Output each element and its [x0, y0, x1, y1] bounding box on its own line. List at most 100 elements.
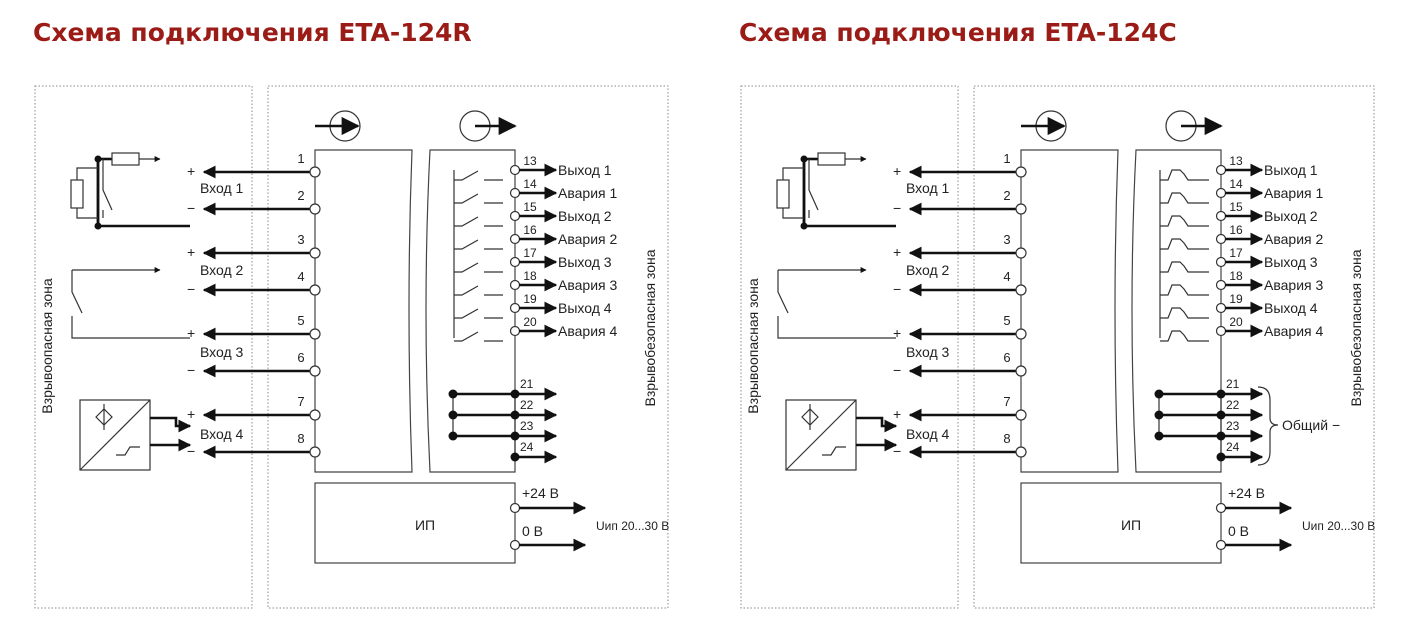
output-number: 18: [1229, 269, 1243, 283]
input-terminal: [1015, 247, 1027, 259]
sensor-wave: [116, 446, 140, 456]
input-label-3: Вход 3: [200, 344, 244, 360]
terminal-number: 3: [1003, 232, 1010, 247]
hazard-zone-label: Взрывоопасная зона: [39, 278, 55, 414]
input-terminal: [309, 328, 321, 340]
resistor2-lead-top: [782, 167, 804, 180]
terminal-number: 4: [297, 269, 304, 284]
terminal-number: 6: [1003, 350, 1010, 365]
input-label-4: Вход 4: [200, 426, 244, 442]
transistor-switch-icon: [1160, 238, 1209, 250]
input-terminal: [1015, 166, 1027, 178]
switch2-icon: [777, 270, 896, 339]
common-terminal: [1216, 431, 1226, 441]
psu-voltage-label: Uип 20...30 В: [596, 519, 669, 533]
common-number: 23: [1226, 419, 1240, 433]
input-label-2: Вход 2: [906, 262, 950, 278]
terminal-number: 6: [297, 350, 304, 365]
safe-zone-frame: [973, 85, 1375, 609]
output-terminal: [509, 164, 521, 176]
switch-icon: [808, 168, 819, 218]
relay-contact-icon: [454, 170, 503, 181]
terminal-number: 7: [1003, 394, 1010, 409]
output-label: Авария 3: [558, 277, 617, 293]
resistor2-lead-bot: [76, 208, 98, 219]
output-label: Авария 4: [558, 323, 617, 339]
sensor4-plus: [150, 416, 192, 433]
relay-contact-icon: [454, 193, 503, 204]
output-label: Авария 2: [558, 231, 617, 247]
output-label: Выход 3: [558, 254, 612, 270]
resistor2-lead-bot: [782, 208, 804, 219]
hazard-zone-label: Взрывоопасная зона: [745, 278, 761, 414]
output-label: Авария 2: [1264, 231, 1323, 247]
input-label-2: Вход 2: [200, 262, 244, 278]
psu-0v-label: 0 В: [522, 523, 543, 539]
common-terminal: [510, 431, 520, 441]
output-terminal: [509, 233, 521, 245]
psu-voltage-label: Uип 20...30 В: [1302, 519, 1375, 533]
common-number: 22: [1226, 398, 1240, 412]
psu-box: [314, 482, 516, 564]
psu-24v-label: +24 В: [522, 485, 559, 501]
psu-terminal: [509, 539, 521, 551]
plus-sign: +: [893, 244, 901, 260]
resistor-icon: [817, 152, 846, 166]
output-number: 14: [523, 177, 537, 191]
common-label: Общий −: [1282, 417, 1340, 433]
terminal-number: 1: [297, 151, 304, 166]
minus-sign: −: [187, 281, 195, 297]
terminal-number: 7: [297, 394, 304, 409]
output-number: 20: [1229, 315, 1243, 329]
sensor1-wire: [802, 159, 896, 228]
output-terminal: [1215, 187, 1227, 199]
common-terminal: [1216, 410, 1226, 420]
output-label: Выход 1: [1264, 162, 1318, 178]
output-label: Авария 3: [1264, 277, 1323, 293]
terminal-number: 1: [1003, 151, 1010, 166]
output-module: [425, 149, 516, 473]
plus-sign: +: [187, 325, 195, 341]
output-number: 13: [1229, 154, 1243, 168]
transistor-switch-icon: [1160, 284, 1209, 296]
common-number: 23: [520, 419, 534, 433]
common-node: [1154, 431, 1164, 441]
output-label: Авария 1: [558, 185, 617, 201]
transistor-switch-icon: [1160, 330, 1209, 342]
relay-contact-icon: [454, 216, 503, 227]
common-terminal: [510, 389, 520, 399]
output-number: 17: [1229, 246, 1243, 260]
minus-sign: −: [187, 362, 195, 378]
common-number: 22: [520, 398, 534, 412]
psu-0v-label: 0 В: [1228, 523, 1249, 539]
output-terminal: [509, 210, 521, 222]
output-number: 16: [523, 223, 537, 237]
terminal-number: 3: [297, 232, 304, 247]
psu-terminal: [1215, 539, 1227, 551]
output-number: 13: [523, 154, 537, 168]
safe-zone-label: Взрывобезопасная зона: [642, 249, 658, 406]
common-node: [448, 431, 458, 441]
input-label-1: Вход 1: [906, 180, 950, 196]
diagram-1: Схема подключения ETA-124CВзрывоопасная …: [739, 18, 1375, 609]
node-dot: [94, 155, 102, 163]
common-terminal: [510, 410, 520, 420]
output-terminal: [509, 187, 521, 199]
common-number: 21: [1226, 377, 1240, 391]
input-terminal: [1015, 328, 1027, 340]
psu-label: ИП: [415, 517, 435, 533]
input-terminal: [309, 446, 321, 458]
node-dot: [800, 155, 808, 163]
transistor-switch-icon: [1160, 307, 1209, 319]
plus-sign: +: [187, 244, 195, 260]
output-number: 14: [1229, 177, 1243, 191]
output-number: 18: [523, 269, 537, 283]
psu-terminal: [509, 502, 521, 514]
output-terminal: [1215, 325, 1227, 337]
common-terminal: [1216, 389, 1226, 399]
resistor2-lead-top: [76, 167, 98, 180]
output-number: 17: [523, 246, 537, 260]
relay-contact-icon: [454, 308, 503, 319]
output-number: 16: [1229, 223, 1243, 237]
hazard-zone-frame: [740, 85, 959, 609]
